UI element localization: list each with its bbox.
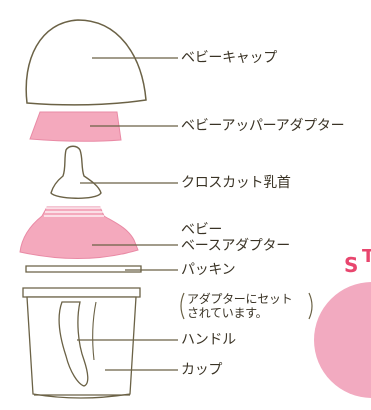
decorative-logo-letters: S xyxy=(344,253,358,277)
handle-inner xyxy=(92,301,97,361)
decorative-pink-circle xyxy=(314,282,371,398)
packing-shape xyxy=(25,265,142,273)
cross-cut-nipple-shape xyxy=(50,145,102,199)
label-handle: ハンドル xyxy=(181,332,236,348)
label-cup: カップ xyxy=(181,362,223,378)
label-packing-note-line1: アダプターにセット xyxy=(187,292,293,306)
adapter-thread xyxy=(44,207,104,217)
label-baby-base-adapter-line1: ベビー xyxy=(181,222,223,238)
cup-rim xyxy=(22,287,141,298)
label-baby-cap: ベビーキャップ xyxy=(181,50,277,66)
note-bracket-left xyxy=(180,292,185,320)
label-baby-upper-adapter: ベビーアッパーアダプター xyxy=(181,118,345,134)
label-cross-cut-nipple: クロスカット乳首 xyxy=(181,175,291,191)
baby-cap-shape xyxy=(25,19,147,106)
label-packing: パッキン xyxy=(181,262,236,278)
decorative-logo-letters-2: T xyxy=(362,246,371,267)
baby-upper-adapter-shape xyxy=(29,111,122,142)
label-packing-note-line2: されています。 xyxy=(187,306,268,320)
note-bracket-right xyxy=(308,292,313,320)
baby-base-adapter-shape xyxy=(19,206,139,260)
handle-shape xyxy=(58,301,89,387)
label-baby-base-adapter-line2: ベースアダプター xyxy=(181,238,290,254)
